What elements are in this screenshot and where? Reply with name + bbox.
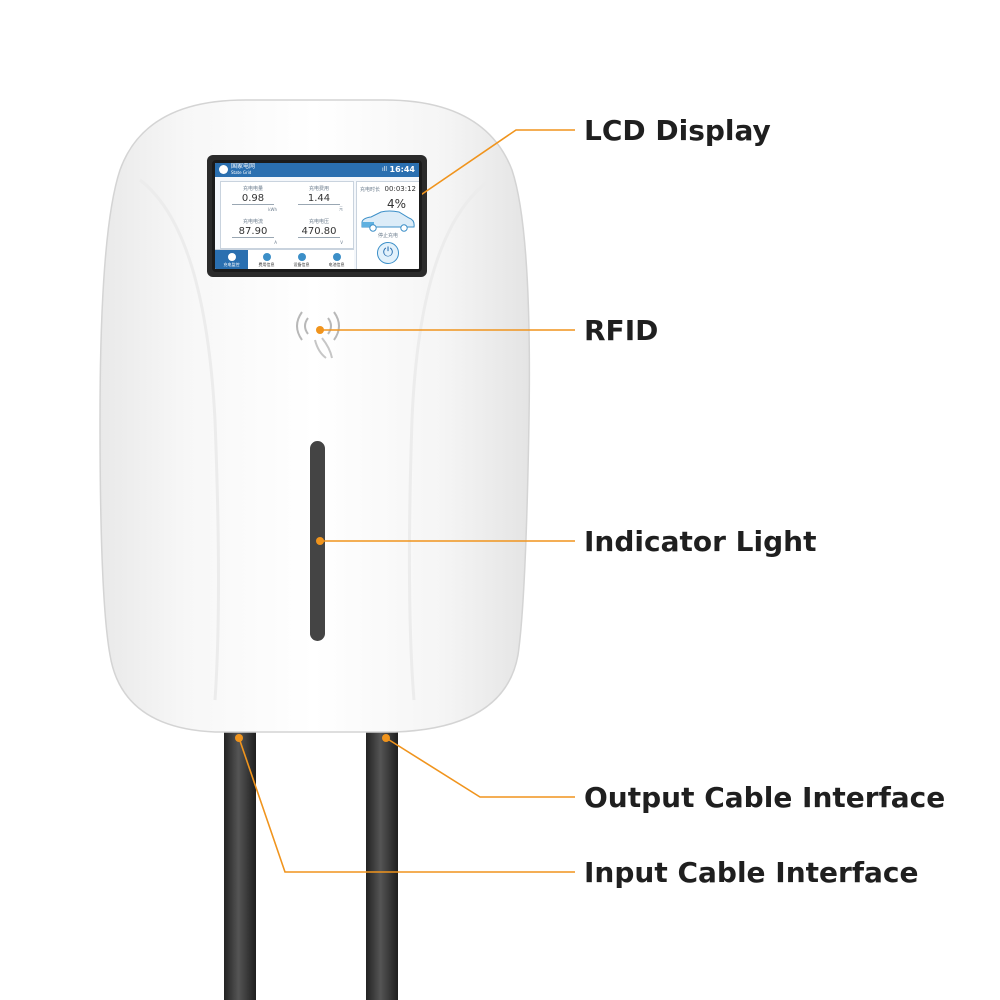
input-cable-dot [235, 734, 243, 742]
reading-cost: 充电费用 1.44 元 [287, 182, 351, 215]
output-cable-dot [382, 734, 390, 742]
stop-charging-label: 停止充电 [377, 233, 398, 239]
nav-item-cost[interactable]: 费用信息 [250, 250, 283, 269]
charge-time-value: 00:03:12 [384, 185, 416, 193]
rfid-dot [316, 326, 324, 334]
reading-voltage: 充电电压 470.80 V [287, 215, 351, 248]
callout-rfid: RFID [584, 314, 659, 347]
charge-time-label: 充电时长 [360, 187, 381, 193]
housing-contour [407, 178, 491, 701]
input-cable [224, 728, 256, 1000]
power-icon[interactable]: ⏻ [377, 242, 399, 264]
device-icon [297, 253, 306, 261]
screen-nav: 充电监控 费用信息 设备信息 电池信息 [215, 249, 354, 269]
indicator-light-dot [316, 537, 324, 545]
charge-status-panel: 充电时长 00:03:12 4% 停止充电 ⏻ [356, 181, 419, 269]
brand-logo-icon [219, 165, 228, 174]
housing-contour [139, 178, 220, 701]
reading-energy: 充电电量 0.98 kWh [221, 182, 285, 215]
output-cable-leader [385, 737, 575, 798]
nav-item-device[interactable]: 设备信息 [285, 250, 318, 269]
car-icon [361, 210, 415, 232]
battery-icon [332, 253, 341, 261]
lcd-display-leader [408, 129, 575, 204]
screen-header: 国家电网 State Grid ıll 16:44 [215, 163, 419, 177]
reading-current: 充电电流 87.90 A [221, 215, 285, 248]
readings-panel: 充电电量 0.98 kWh 充电费用 1.44 元 充电电流 87.90 A 充… [220, 181, 354, 249]
callout-output-cable-interface: Output Cable Interface [584, 781, 946, 814]
nav-item-battery[interactable]: 电池信息 [320, 250, 353, 269]
nav-item-monitor[interactable]: 充电监控 [215, 250, 248, 269]
charge-percent: 4% [387, 197, 407, 211]
input-cable-leader [238, 737, 575, 873]
monitor-icon [227, 253, 236, 261]
cost-icon [262, 253, 271, 261]
lcd-screen: 国家电网 State Grid ıll 16:44 充电电量 0.98 kWh … [212, 160, 422, 272]
signal-icon: ıll [381, 166, 387, 173]
callout-indicator-light: Indicator Light [584, 525, 817, 558]
callout-input-cable-interface: Input Cable Interface [584, 856, 919, 889]
screen-brand: 国家电网 State Grid [231, 163, 256, 176]
output-cable [366, 728, 398, 1000]
screen-clock: 16:44 [389, 165, 415, 174]
callout-lcd-display: LCD Display [584, 114, 771, 147]
rfid-icon [296, 311, 340, 359]
